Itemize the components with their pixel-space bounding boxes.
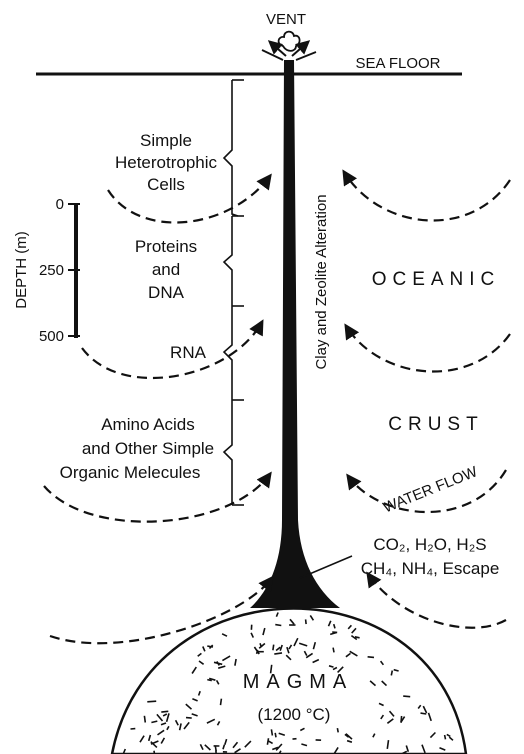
magma-texture-stroke	[275, 625, 281, 626]
magma-temperature-label: (1200 °C)	[258, 705, 331, 724]
water-flow-label: WATER FLOW	[381, 463, 481, 517]
magma-texture-stroke	[275, 733, 276, 737]
depth-tick-0: 0	[56, 196, 64, 213]
depth-tick-250: 250	[39, 262, 64, 279]
svg-text:Organic Melecules: Organic Melecules	[60, 463, 201, 482]
magma-texture-stroke	[306, 619, 307, 624]
magma-texture-stroke	[216, 750, 217, 754]
vent-plume	[262, 32, 316, 60]
magma-texture-stroke	[147, 701, 156, 702]
depth-scale: 0 250 500 DEPTH (m)	[13, 196, 80, 345]
magma-texture-stroke	[221, 699, 222, 705]
flow-arrow-right-4	[368, 574, 506, 628]
svg-text:and: and	[152, 260, 180, 279]
magma-texture-stroke	[207, 680, 212, 681]
magma-texture-stroke	[445, 735, 446, 739]
svg-text:Amino Acids: Amino Acids	[101, 415, 195, 434]
stage-amino-label: Amino Acids and Other Simple Organic Mel…	[60, 415, 215, 482]
svg-text:Proteins: Proteins	[135, 237, 197, 256]
oceanic-label: OCEANIC	[372, 269, 501, 290]
magma-texture-stroke	[161, 711, 168, 712]
magma-texture-stroke	[273, 645, 274, 651]
magma-texture-stroke	[333, 648, 334, 653]
magma-texture-stroke	[391, 671, 392, 676]
stage-proteins-label: Proteins and DNA	[135, 237, 197, 302]
vent-label: VENT	[266, 11, 306, 28]
magma-texture-stroke	[403, 696, 410, 697]
svg-text:Simple: Simple	[140, 131, 192, 150]
magma-texture-stroke	[144, 716, 145, 723]
sea-floor-label: SEA FLOOR	[355, 55, 440, 72]
stage-rna-label: RNA	[170, 343, 207, 362]
alteration-label: Clay and Zeolite Alteration	[313, 194, 330, 369]
gases-label-line1: CO₂, H₂O, H₂S	[373, 535, 486, 554]
svg-text:Cells: Cells	[147, 175, 185, 194]
flow-arrow-right-2	[346, 326, 510, 372]
magma-texture-stroke	[355, 637, 360, 638]
svg-text:Heterotrophic: Heterotrophic	[115, 153, 218, 172]
depth-axis-title: DEPTH (m)	[13, 231, 30, 309]
magma-texture-stroke	[257, 650, 258, 654]
magma-texture-stroke	[368, 657, 374, 658]
stage-cells-label: Simple Heterotrophic Cells	[115, 131, 218, 194]
stage-bracket	[224, 80, 244, 505]
gases-label-line2: CH₄, NH₄, Escape	[361, 559, 500, 578]
svg-text:and Other Simple: and Other Simple	[82, 439, 214, 458]
svg-text:DNA: DNA	[148, 283, 185, 302]
magma-texture-stroke	[337, 728, 338, 732]
magma-texture-stroke	[207, 646, 213, 647]
magma-texture-stroke	[271, 729, 272, 735]
magma-texture-stroke	[421, 713, 427, 714]
crust-label: CRUST	[388, 414, 483, 435]
magma-label: MAGMA	[243, 671, 354, 693]
magma-texture-stroke	[186, 718, 192, 719]
flow-arrow-right-1	[344, 172, 510, 221]
flow-arrow-left-1	[108, 176, 270, 223]
depth-tick-500: 500	[39, 328, 64, 345]
